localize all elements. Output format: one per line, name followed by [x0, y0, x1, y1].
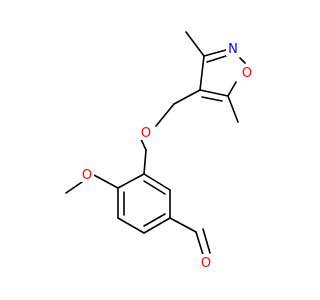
bond-ch2-ether-o — [155, 103, 175, 127]
ether-o-bg — [139, 124, 153, 140]
bond-cho-o-double-b — [202, 228, 211, 254]
isoxazole-n-label: N — [228, 42, 238, 57]
bond-ar1-ar6-double-a — [143, 173, 171, 191]
methoxy-o-bg — [80, 166, 94, 182]
aldehyde-o-label: O — [201, 256, 211, 271]
aldehyde-o-bg — [199, 254, 213, 270]
bond-n2-o1 — [239, 57, 246, 64]
bond-c4-ch2 — [173, 89, 201, 105]
isoxazole-n-bg — [226, 40, 240, 56]
isoxazole-o-bg — [240, 64, 254, 80]
bonds — [65, 31, 246, 259]
bond-cho-o-double-a — [195, 231, 205, 259]
bond-ar5-cho — [169, 217, 197, 233]
bond-c5-methyl — [227, 95, 239, 123]
bond-ar1-ar2 — [117, 173, 145, 189]
molecule-structure: N O O O O — [65, 31, 254, 271]
bond-ar4-ar5-double-a — [143, 217, 171, 234]
bond-c3-n2-double-a — [203, 49, 227, 57]
bond-ar1-ar6-double-b — [143, 180, 166, 195]
bond-ar4-ar5-double-b — [143, 213, 166, 227]
bond-c3-methyl — [185, 31, 205, 57]
bond-c5-c4-double-a — [199, 89, 229, 97]
methoxy-o-label: O — [82, 168, 92, 183]
isoxazole-o-label: O — [242, 66, 252, 81]
bond-o1-c5 — [227, 81, 237, 97]
bond-c4-c3 — [199, 55, 205, 91]
bond-c3-n2-double-b — [206, 55, 227, 63]
atom-labels: N O O O O — [80, 40, 254, 271]
bond-c5-c4-double-b — [201, 96, 223, 102]
bond-methoxy-o-ch3 — [65, 181, 83, 194]
bond-ar3-ar4 — [117, 217, 145, 234]
bond-ar2-methoxy-o — [91, 173, 119, 189]
bond-ch2-ring — [143, 149, 147, 175]
ether-o-label: O — [141, 126, 151, 141]
